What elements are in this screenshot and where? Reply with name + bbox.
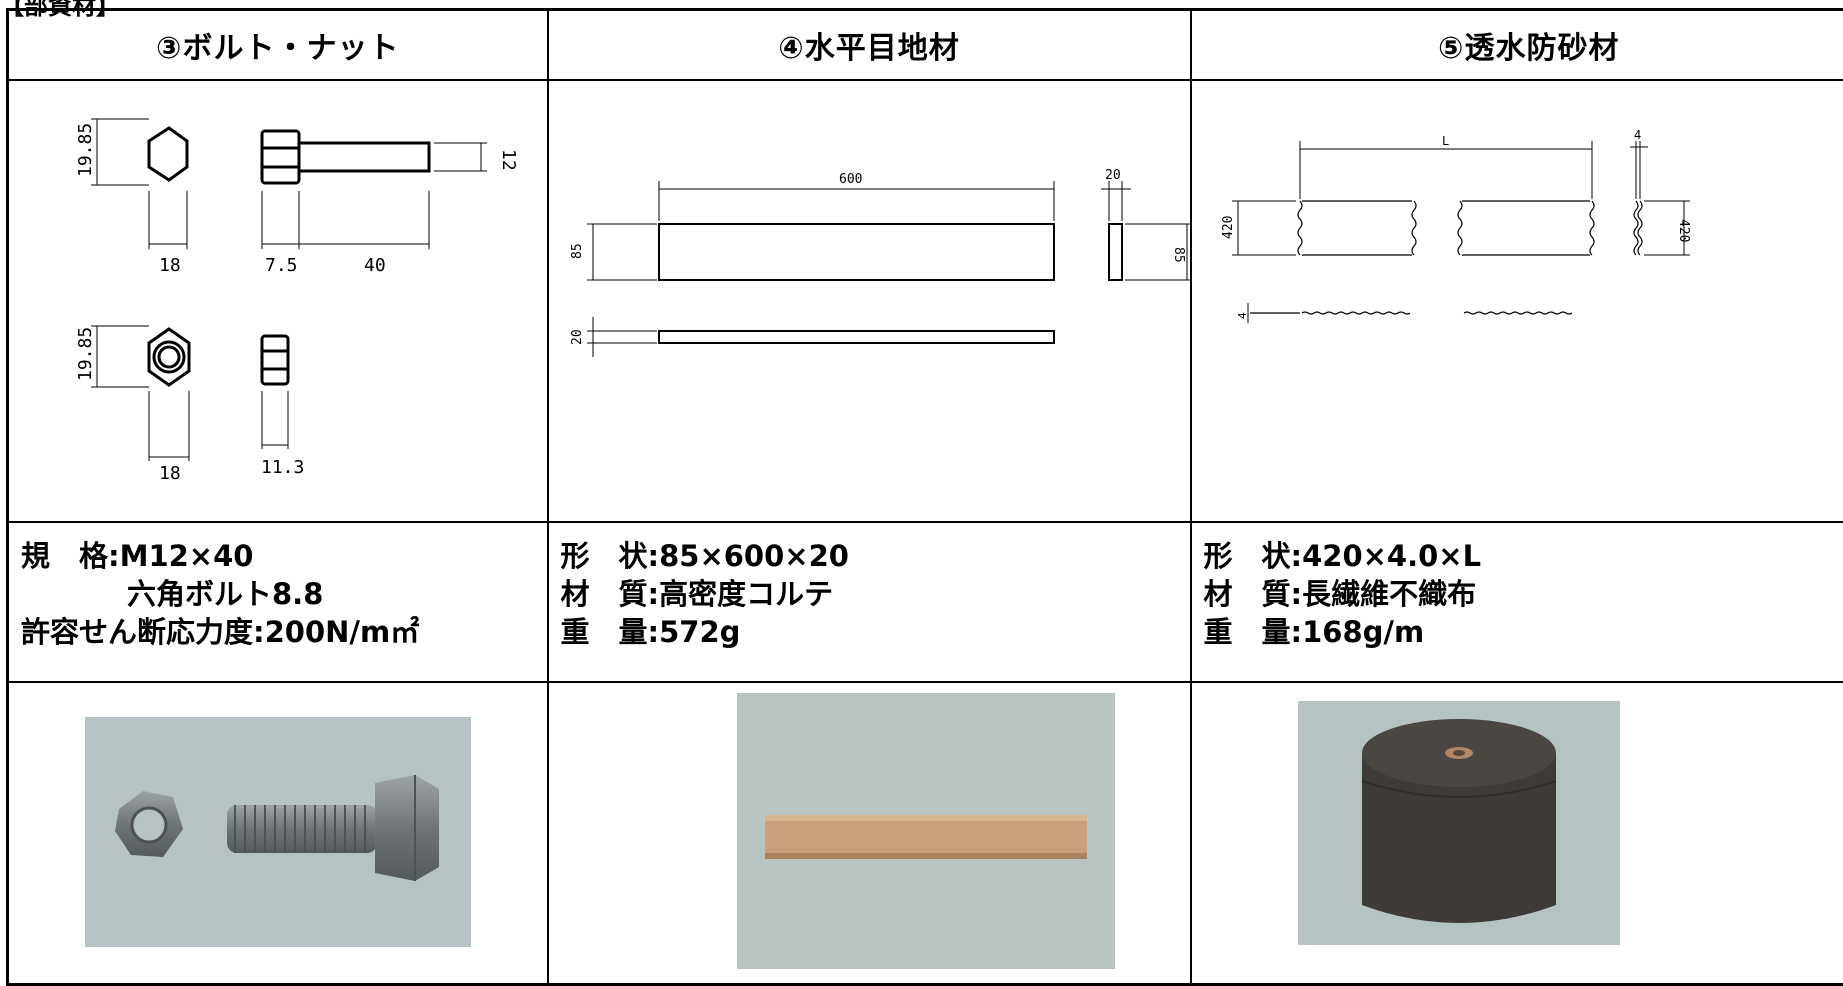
bolt-nut-drawing-cell: 19.85 18 7.5 40 12 19.85 18 11.3 bbox=[8, 80, 548, 522]
bottom-profile-a bbox=[1302, 312, 1410, 314]
spec-line: 許容せん断応力度:200N/m㎡ bbox=[21, 613, 547, 651]
bolt-head-side bbox=[262, 131, 299, 183]
bottom-profile-b bbox=[1464, 312, 1572, 314]
photo-bolt-nut-cell bbox=[8, 682, 548, 985]
dim-sand-thickness: 4 bbox=[1634, 128, 1641, 142]
sand-barrier-drawing-cell: L 420 4 420 4 bbox=[1191, 80, 1843, 522]
sand-barrier-drawing: L 420 4 420 4 bbox=[1192, 81, 1843, 521]
joint-top-view bbox=[659, 331, 1054, 343]
spec-bolt-nut: 規 格:M12×40 六角ボルト8.8 許容せん断応力度:200N/m㎡ bbox=[8, 522, 548, 682]
bolt-nut-drawing: 19.85 18 7.5 40 12 19.85 18 11.3 bbox=[9, 81, 549, 521]
dim-nut-thickness: 11.3 bbox=[261, 457, 304, 478]
joint-material-photo bbox=[737, 693, 1115, 969]
spec-row: 規 格:M12×40 六角ボルト8.8 許容せん断応力度:200N/m㎡ 形 状… bbox=[8, 522, 1843, 682]
header-horizontal-joint: ④水平目地材 bbox=[548, 10, 1191, 81]
side-profile bbox=[1634, 201, 1642, 255]
wavy-edge-mid2 bbox=[1458, 201, 1462, 255]
spec-line: 重 量:572g bbox=[561, 613, 1190, 651]
photo-joint-cell bbox=[548, 682, 1191, 985]
dim-nut-height: 19.85 bbox=[75, 327, 96, 381]
drawing-row: 19.85 18 7.5 40 12 19.85 18 11.3 bbox=[8, 80, 1843, 522]
dim-sand-length: L bbox=[1442, 134, 1449, 148]
bolt-head-hexagon bbox=[149, 128, 187, 180]
joint-front-view bbox=[659, 224, 1054, 280]
dim-joint-thickness: 20 bbox=[570, 329, 585, 345]
spec-line: 材 質:長繊維不織布 bbox=[1204, 575, 1843, 613]
dim-joint-height: 85 bbox=[570, 243, 585, 259]
joint-drawing-cell: 600 85 20 85 20 bbox=[548, 80, 1191, 522]
spec-line: 材 質:高密度コルテ bbox=[561, 575, 1190, 613]
bolt-nut-photo bbox=[85, 717, 471, 947]
header-row: ③ボルト・ナット ④水平目地材 ⑤透水防砂材 bbox=[8, 10, 1843, 81]
nut-side bbox=[262, 336, 288, 384]
header-permeable-sand-barrier: ⑤透水防砂材 bbox=[1191, 10, 1843, 81]
dim-joint-side-height: 85 bbox=[1171, 247, 1186, 263]
dim-bolt-length: 40 bbox=[364, 255, 386, 276]
wavy-edge-left bbox=[1298, 201, 1302, 255]
photo-row bbox=[8, 682, 1843, 985]
dim-joint-length: 600 bbox=[839, 172, 862, 187]
photo-sand-barrier-cell bbox=[1191, 682, 1843, 985]
bolt-shank bbox=[299, 143, 429, 171]
spec-line: 六角ボルト8.8 bbox=[21, 575, 547, 613]
dim-sand-height: 420 bbox=[1221, 216, 1236, 239]
dim-bolt-head-height: 19.85 bbox=[75, 123, 96, 177]
spec-sand-barrier: 形 状:420×4.0×L 材 質:長繊維不織布 重 量:168g/m bbox=[1191, 522, 1843, 682]
dim-joint-side-thickness: 20 bbox=[1105, 168, 1121, 183]
spec-line: 形 状:85×600×20 bbox=[561, 537, 1190, 575]
joint-side-view bbox=[1109, 224, 1122, 280]
dim-bolt-diameter: 12 bbox=[498, 149, 519, 171]
dim-bolt-head-width: 18 bbox=[159, 255, 181, 276]
joint-drawing: 600 85 20 85 20 bbox=[549, 81, 1192, 521]
wavy-edge-mid1 bbox=[1412, 201, 1416, 255]
dim-nut-width: 18 bbox=[159, 463, 181, 484]
wavy-edge-right bbox=[1590, 201, 1594, 255]
dim-sand-side-height: 420 bbox=[1676, 219, 1691, 242]
materials-table: ③ボルト・ナット ④水平目地材 ⑤透水防砂材 bbox=[6, 8, 1843, 986]
spec-line: 形 状:420×4.0×L bbox=[1204, 537, 1843, 575]
header-bolt-nut: ③ボルト・ナット bbox=[8, 10, 548, 81]
spec-horizontal-joint: 形 状:85×600×20 材 質:高密度コルテ 重 量:572g bbox=[548, 522, 1191, 682]
spec-line: 重 量:168g/m bbox=[1204, 613, 1843, 651]
dim-sand-bottom-thickness: 4 bbox=[1236, 312, 1249, 319]
dim-bolt-head-length: 7.5 bbox=[265, 255, 298, 276]
spec-line: 規 格:M12×40 bbox=[21, 537, 547, 575]
nonwoven-roll-photo bbox=[1298, 701, 1620, 945]
